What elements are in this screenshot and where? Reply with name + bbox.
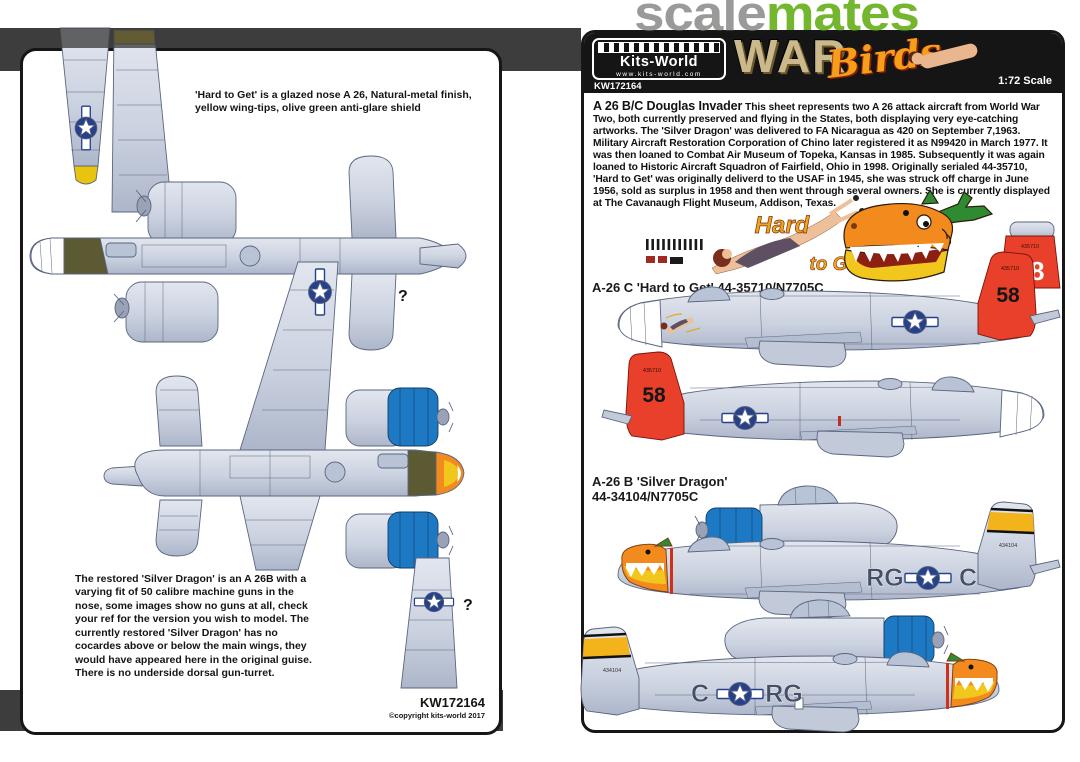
sheet-number-block: KW172164 ©copyright kits-world 2017: [389, 695, 485, 720]
page-header: Kits-World www.kits-world.com KW172164 W…: [584, 33, 1062, 93]
right-page: Kits-World www.kits-world.com KW172164 W…: [581, 30, 1065, 733]
war-logo-text: WAR: [734, 30, 848, 82]
silver-dragon-note: The restored 'Silver Dragon' is an A 26B…: [75, 573, 312, 680]
header-sheet-number: KW172164: [594, 81, 642, 92]
kits-world-logo: Kits-World www.kits-world.com: [592, 38, 726, 80]
watermark-scale: scale: [634, 0, 767, 41]
copyright-line: ©copyright kits-world 2017: [389, 711, 485, 720]
silver-dragon-label: A-26 B 'Silver Dragon' 44-34104/N7705C: [592, 474, 728, 504]
description-paragraph: A 26 B/C Douglas Invader This sheet repr…: [593, 99, 1055, 210]
scalemates-watermark: scalemates: [634, 0, 920, 42]
scale-label: 1:72 Scale: [998, 75, 1052, 87]
description-title: A 26 B/C Douglas Invader: [593, 99, 743, 113]
sheet-number: KW172164: [419, 695, 485, 710]
brand-name: Kits-World: [619, 54, 699, 70]
piano-keys-icon: [598, 42, 720, 53]
hard-to-get-label: A-26 C 'Hard to Get' 44-35710/N7705C: [592, 280, 824, 295]
left-page: 'Hard to Get' is a glazed nose A 26, Nat…: [20, 48, 502, 735]
hard-to-get-note: 'Hard to Get' is a glazed nose A 26, Nat…: [195, 89, 472, 115]
watermark-mates: mates: [765, 0, 920, 41]
brand-website: www.kits-world.com: [616, 71, 702, 78]
top-bar-overlay: [0, 28, 581, 48]
description-body: This sheet represents two A 26 attack ai…: [593, 102, 1050, 210]
